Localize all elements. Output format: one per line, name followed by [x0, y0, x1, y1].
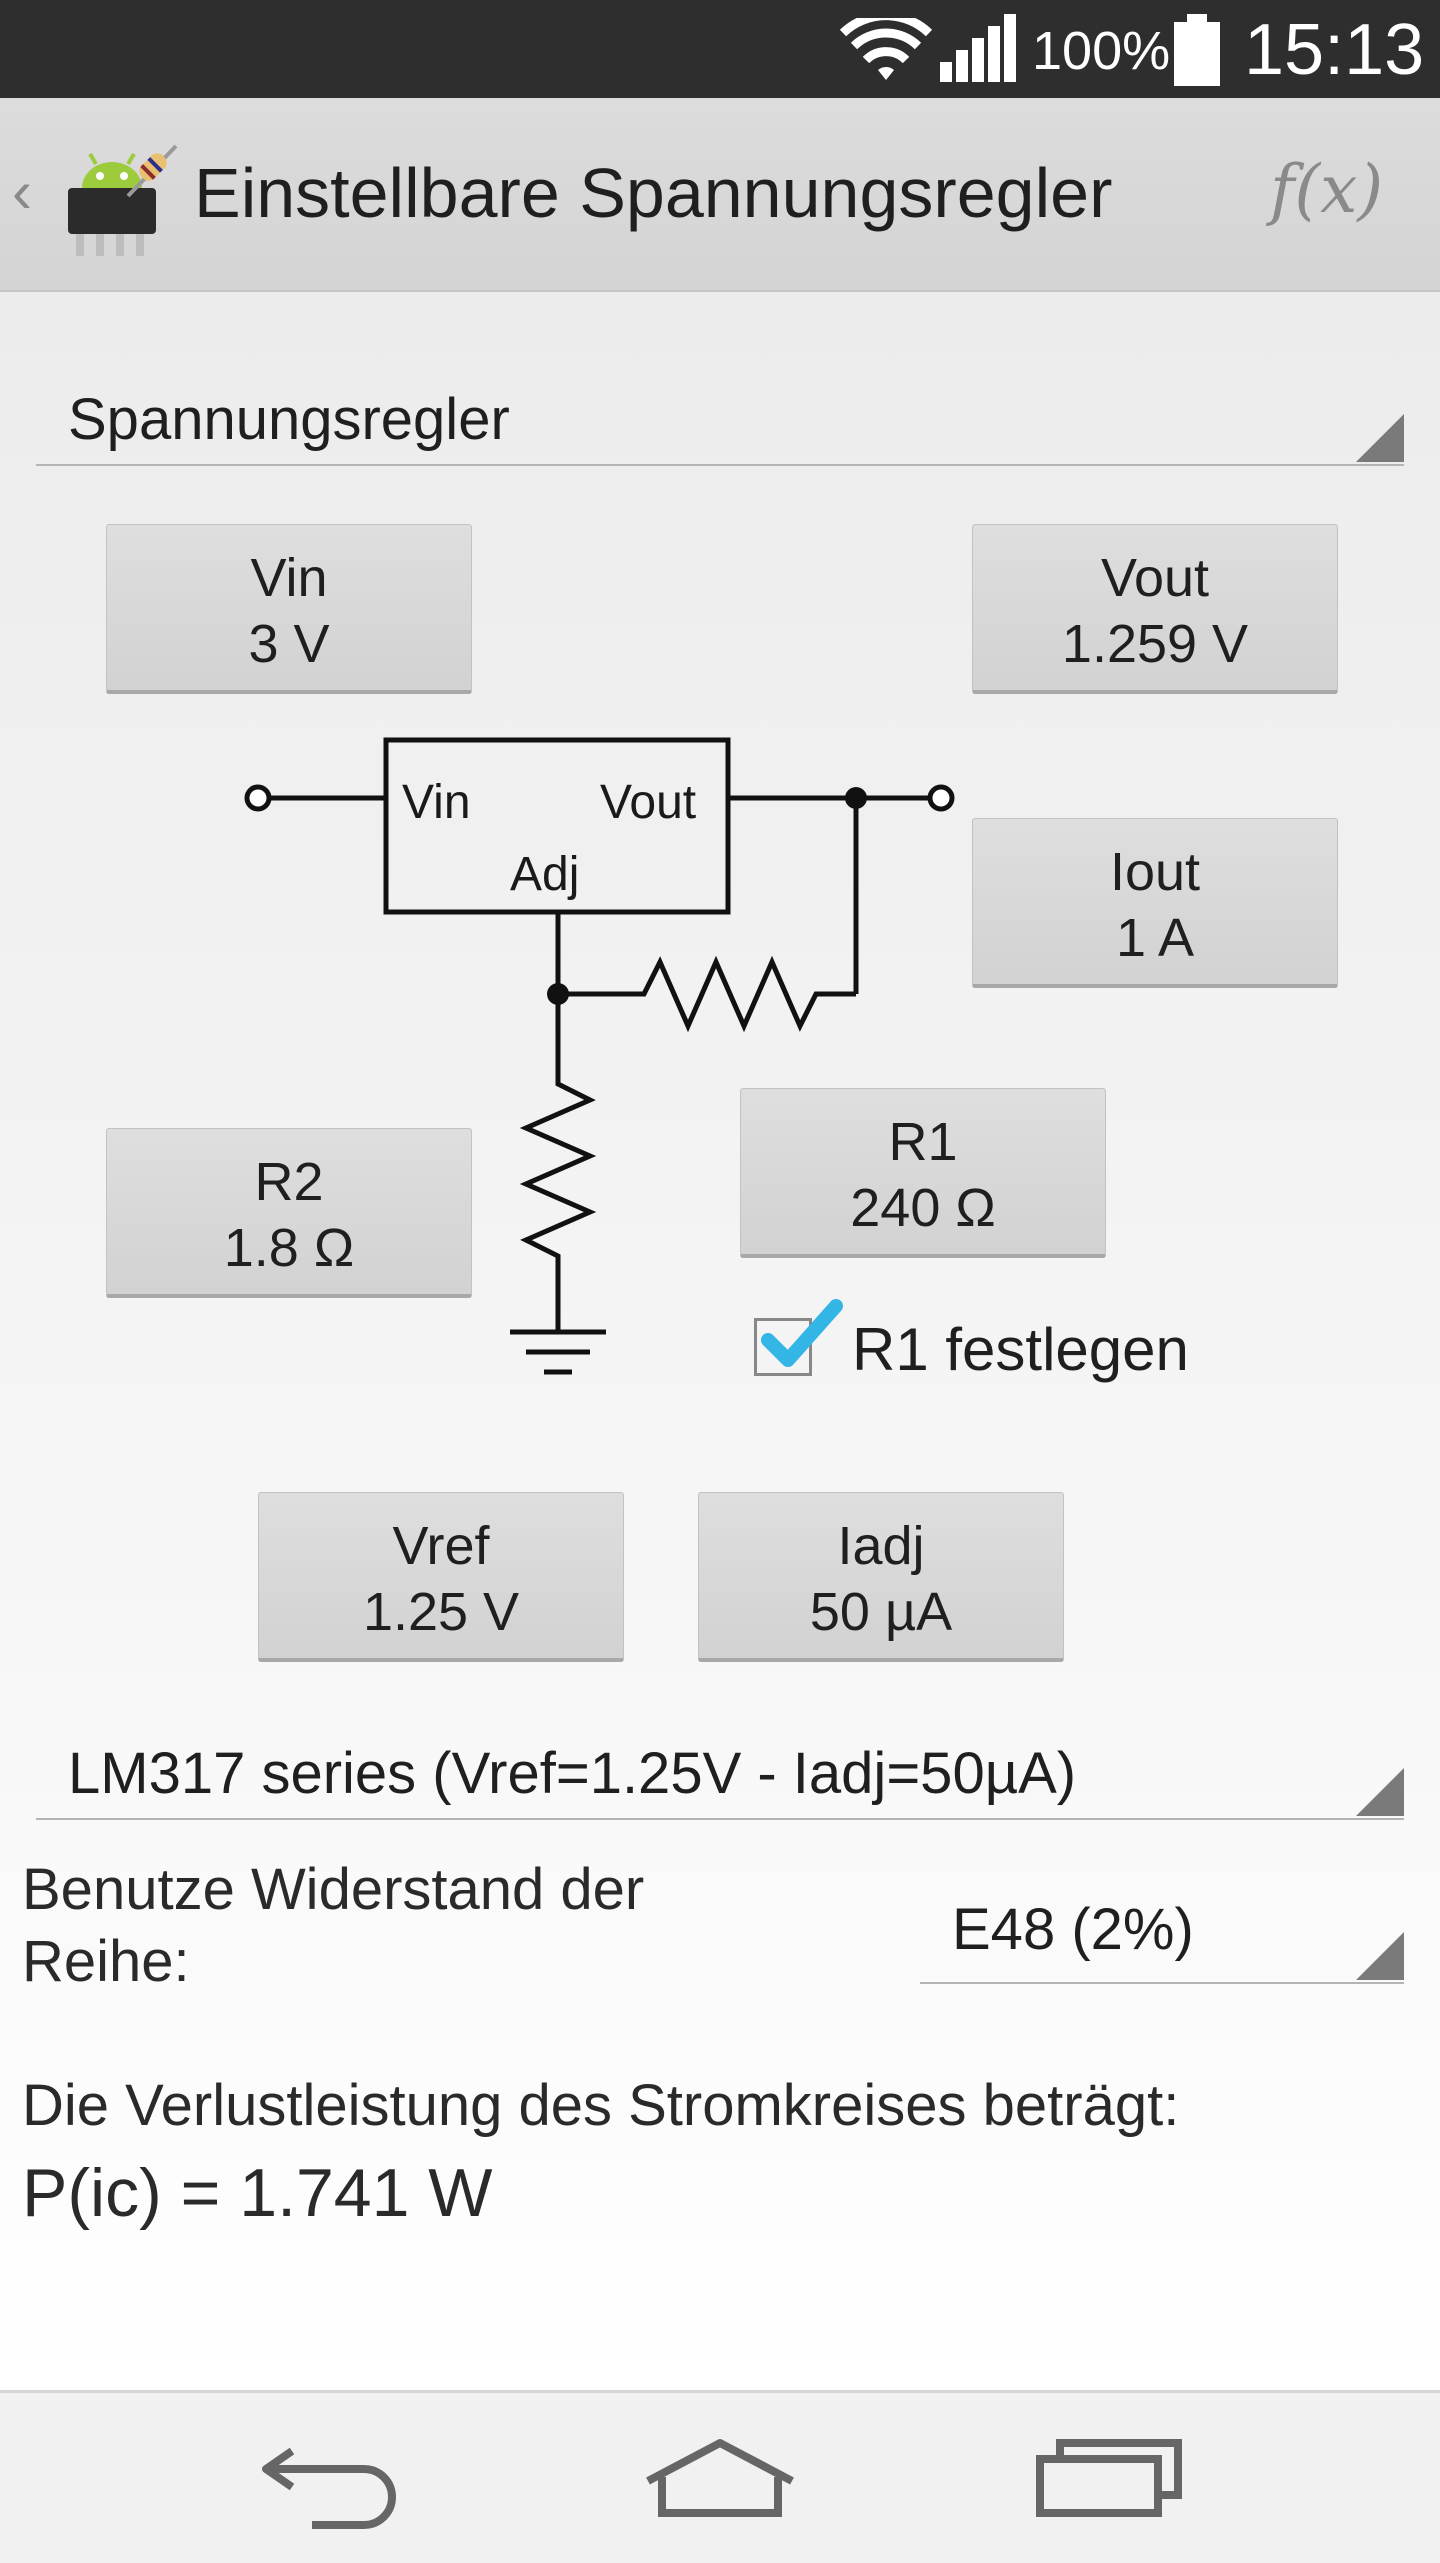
- signal-icon: [940, 14, 1016, 82]
- r1-button-value: 240 Ω: [850, 1178, 996, 1238]
- vout-button-name: Vout: [1100, 548, 1210, 608]
- up-chevron-icon[interactable]: ‹: [12, 158, 32, 225]
- spinner-arrow-icon: [1356, 1768, 1404, 1816]
- iout-button-value: 1 A: [1115, 908, 1195, 968]
- r1-button[interactable]: R1 240 Ω: [740, 1088, 1106, 1258]
- fix-r1-label: R1 festlegen: [852, 1316, 1189, 1383]
- circuit-vin-label: Vin: [402, 776, 471, 829]
- circuit-adj-label: Adj: [510, 848, 579, 901]
- vin-button[interactable]: Vin 3 V: [106, 524, 472, 694]
- action-bar: ‹ Einstellbare Spannungsregler f(x): [0, 98, 1440, 292]
- regulator-series-spinner[interactable]: LM317 series (Vref=1.25V - Iadj=50µA): [36, 1722, 1404, 1820]
- iadj-button-name: Iadj: [837, 1516, 925, 1576]
- resistor-series-value: E48 (2%): [952, 1897, 1194, 1962]
- circuit-diagram: Vin Vout Adj: [244, 737, 955, 1375]
- clock: 15:13: [1244, 10, 1425, 90]
- checkmark-icon: [761, 1299, 843, 1367]
- resistor-series-spinner[interactable]: E48 (2%): [920, 1866, 1404, 1984]
- spinner-arrow-icon: [1356, 414, 1404, 462]
- home-icon[interactable]: [640, 2429, 800, 2529]
- regulator-type-value: Spannungsregler: [68, 387, 510, 452]
- vref-button-name: Vref: [392, 1516, 490, 1576]
- wifi-icon: [840, 18, 932, 80]
- navigation-bar: [0, 2390, 1440, 2563]
- fix-r1-checkbox[interactable]: [754, 1318, 812, 1376]
- battery-percent: 100%: [1032, 21, 1171, 81]
- dissipation-label: Die Verlustleistung des Stromkreises bet…: [22, 2073, 1180, 2138]
- r2-button[interactable]: R2 1.8 Ω: [106, 1128, 472, 1298]
- vout-button[interactable]: Vout 1.259 V: [972, 524, 1338, 694]
- iout-button-name: Iout: [1109, 842, 1201, 902]
- regulator-series-value: LM317 series (Vref=1.25V - Iadj=50µA): [68, 1741, 1077, 1806]
- iadj-button[interactable]: Iadj 50 µA: [698, 1492, 1064, 1662]
- circuit-vout-label: Vout: [600, 776, 696, 829]
- r1-button-name: R1: [888, 1112, 958, 1172]
- vref-button[interactable]: Vref 1.25 V: [258, 1492, 624, 1662]
- app-icon[interactable]: [58, 136, 182, 260]
- back-icon[interactable]: [252, 2429, 412, 2529]
- vin-button-name: Vin: [250, 548, 328, 608]
- vin-button-value: 3 V: [248, 614, 330, 674]
- iout-button[interactable]: Iout 1 A: [972, 818, 1338, 988]
- dissipation-value: P(ic) = 1.741 W: [22, 2155, 493, 2231]
- battery-icon: [1174, 14, 1220, 86]
- page-title: Einstellbare Spannungsregler: [194, 154, 1113, 232]
- recents-icon[interactable]: [1030, 2429, 1190, 2529]
- iadj-button-value: 50 µA: [809, 1582, 953, 1642]
- vref-button-value: 1.25 V: [362, 1582, 520, 1642]
- spinner-arrow-icon: [1356, 1932, 1404, 1980]
- r2-button-name: R2: [254, 1152, 324, 1212]
- regulator-type-spinner[interactable]: Spannungsregler: [36, 368, 1404, 466]
- r2-button-value: 1.8 Ω: [223, 1218, 355, 1278]
- vout-button-value: 1.259 V: [1061, 614, 1249, 674]
- resistor-series-label: Benutze Widerstand der Reihe:: [22, 1857, 645, 1994]
- status-bar: 100% 15:13: [0, 0, 1440, 98]
- fx-button[interactable]: f(x): [1270, 151, 1384, 228]
- content-area: Spannungsregler Vin: [0, 292, 1440, 2390]
